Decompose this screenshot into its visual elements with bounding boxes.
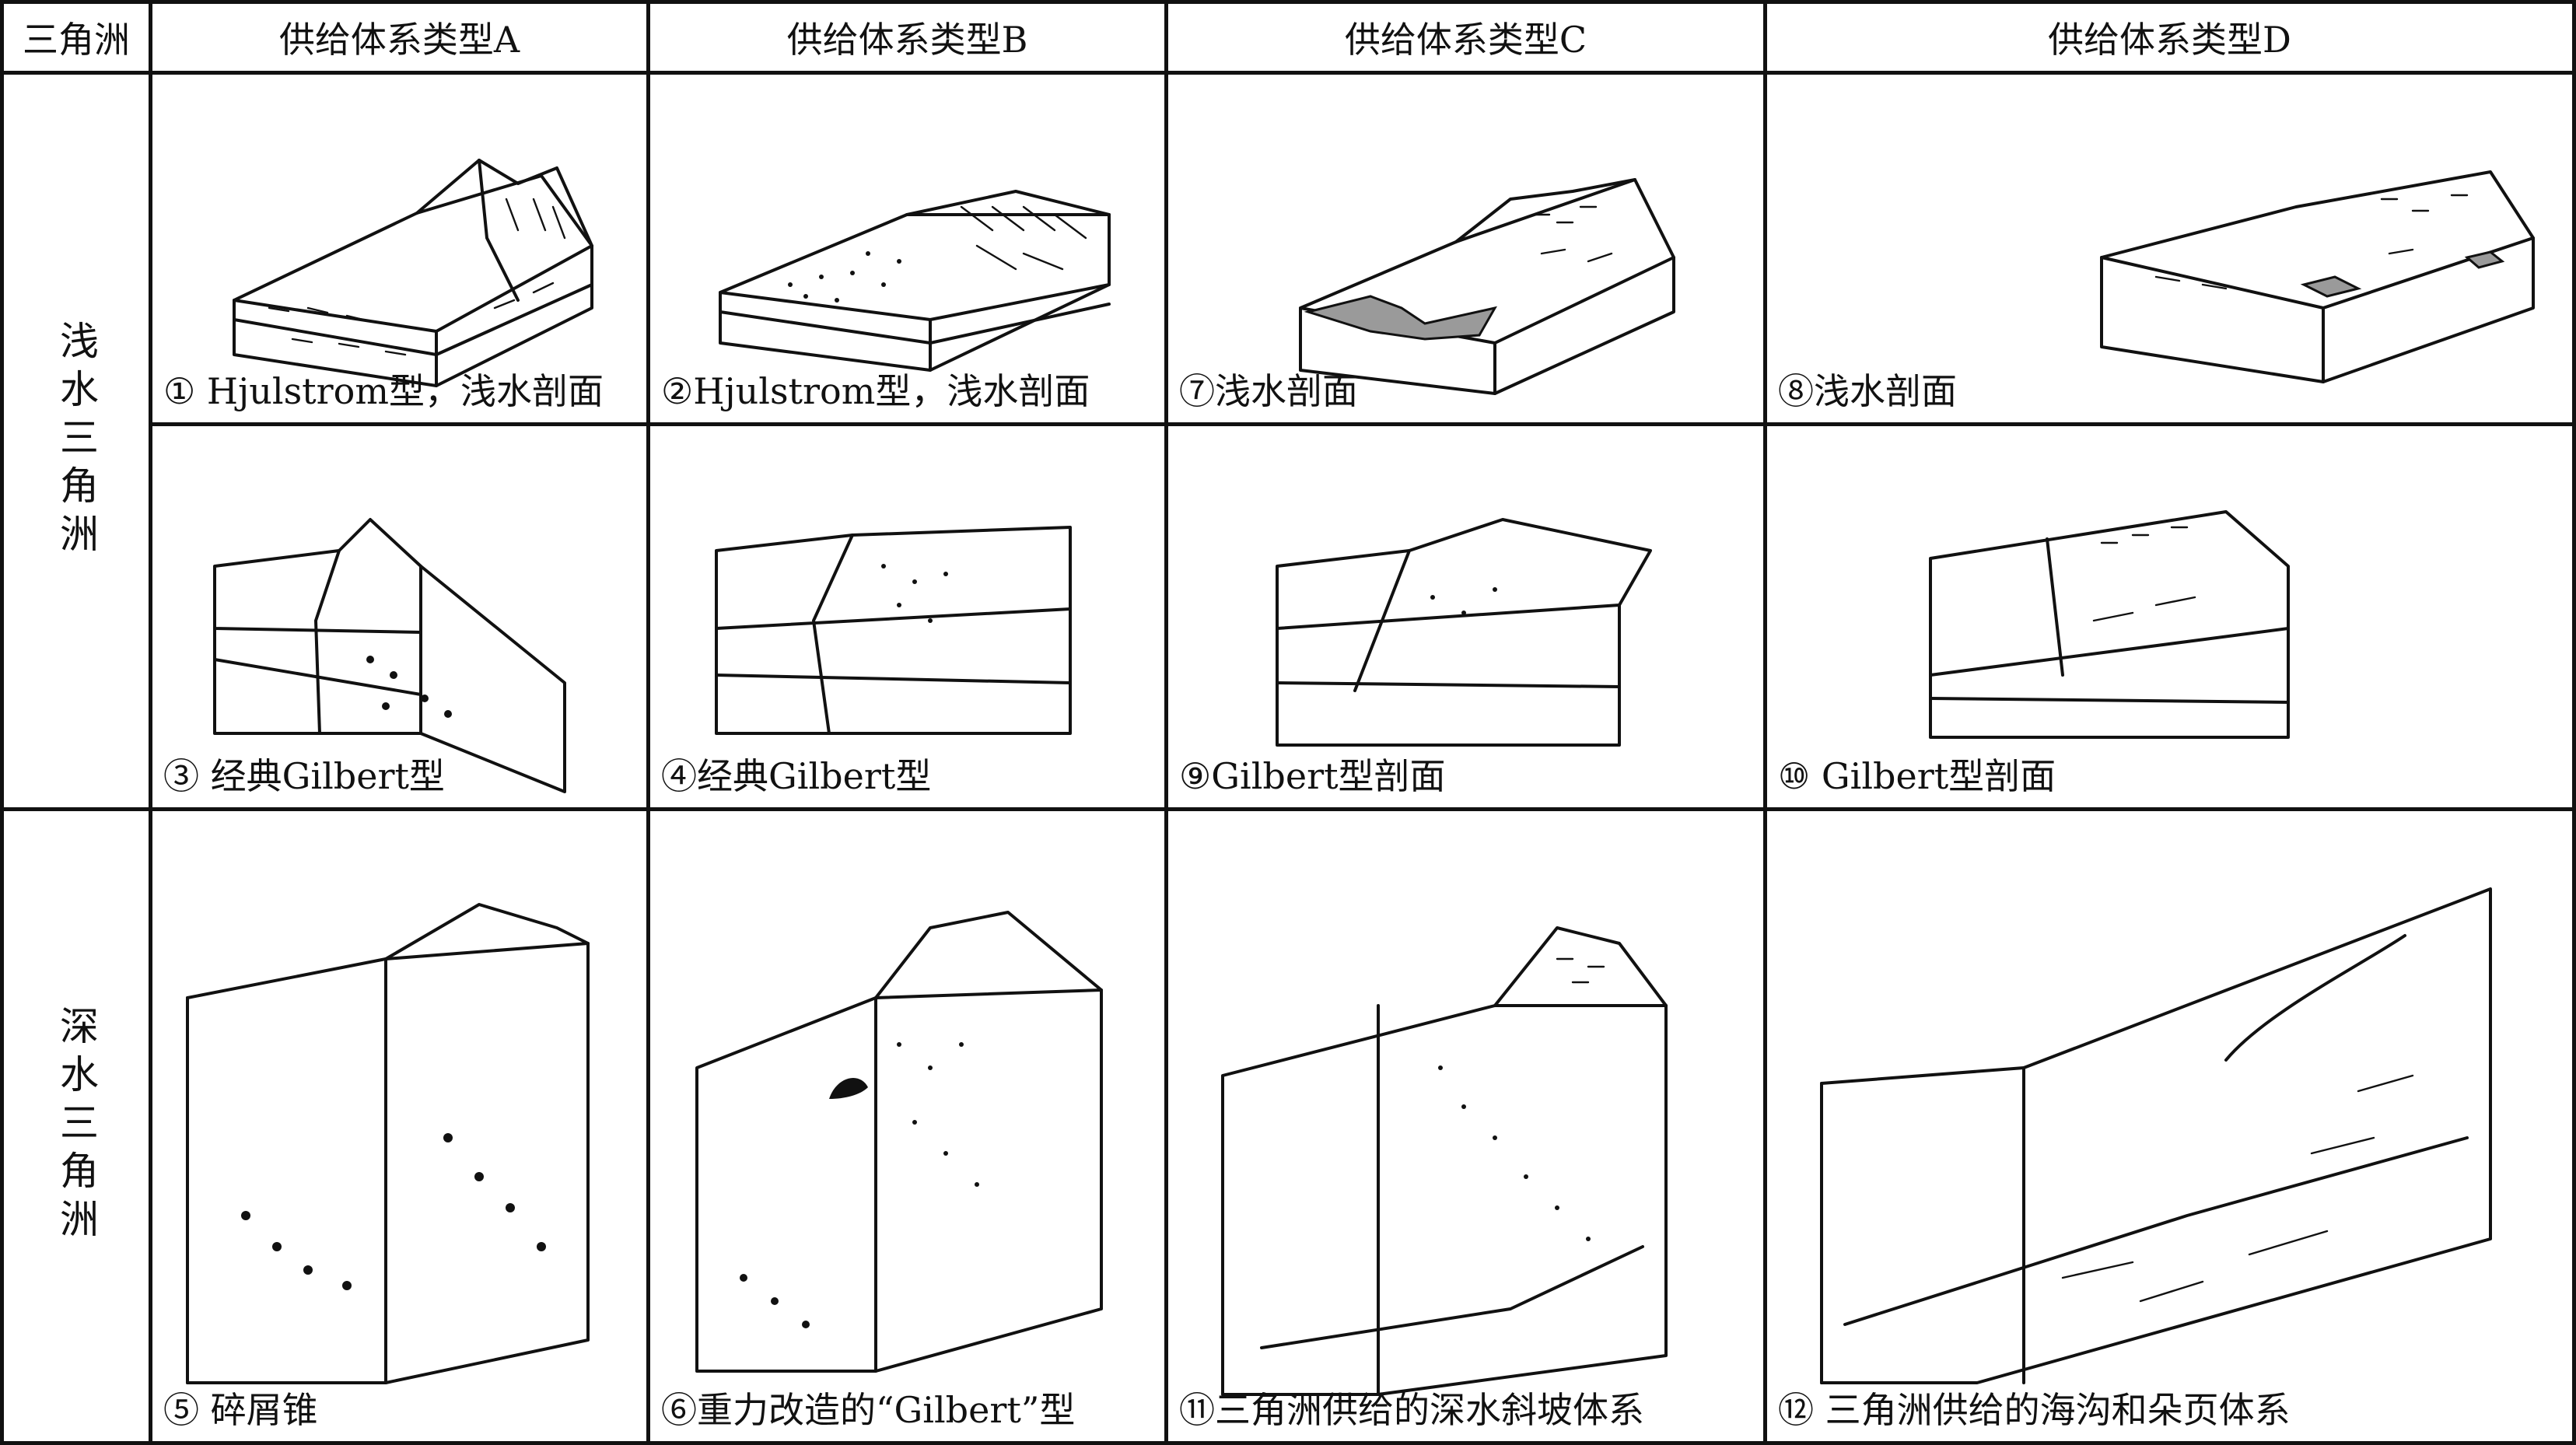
column-header-b: 供给体系类型B [650, 0, 1168, 75]
panel-11-caption: ⑪三角洲供给的深水斜坡体系 [1179, 1389, 1644, 1431]
panel-5: ③ 经典Gilbert型 [152, 426, 650, 811]
panel-10: ⑥重力改造的“Gilbert”型 [650, 811, 1168, 1445]
panel-2: ②Hjulstrom型，浅水剖面 [650, 75, 1168, 426]
row-label-deep-text: 深水三角洲 [54, 1006, 99, 1247]
block-diagram-11 [1221, 926, 1668, 1396]
panel-12: ⑫ 三角洲供给的海沟和朵页体系 [1767, 811, 2576, 1445]
column-header-a-text: 供给体系类型A [278, 19, 520, 61]
column-header-c-text: 供给体系类型C [1344, 19, 1587, 61]
row-label-deep: 深水三角洲 [0, 811, 152, 1445]
panel-11: ⑪三角洲供给的深水斜坡体系 [1168, 811, 1767, 1445]
panel-6: ④经典Gilbert型 [650, 426, 1168, 811]
column-header-c: 供给体系类型C [1168, 0, 1767, 75]
block-diagram-12 [1820, 887, 2492, 1384]
panel-4: ⑧浅水剖面 [1767, 75, 2576, 426]
panel-9: ⑤ 碎屑锥 [152, 811, 650, 1445]
column-header-a: 供给体系类型A [152, 0, 650, 75]
panel-1: ① Hjulstrom型，浅水剖面 [152, 75, 650, 426]
panel-12-caption: ⑫ 三角洲供给的海沟和朵页体系 [1778, 1389, 2291, 1431]
panel-4-caption: ⑧浅水剖面 [1778, 370, 1957, 412]
block-diagram-5 [213, 518, 566, 793]
block-diagram-4 [2100, 170, 2535, 383]
panel-10-caption: ⑥重力改造的“Gilbert”型 [661, 1389, 1076, 1431]
block-diagram-1 [233, 159, 593, 387]
row-label-shallow-text: 浅水三角洲 [54, 320, 99, 562]
block-diagram-6 [715, 526, 1072, 735]
panel-1-caption: ① Hjulstrom型，浅水剖面 [163, 370, 604, 412]
column-header-d: 供给体系类型D [1767, 0, 2576, 75]
panel-9-caption: ⑤ 碎屑锥 [163, 1389, 318, 1431]
column-header-d-text: 供给体系类型D [2048, 19, 2291, 61]
panel-3-caption: ⑦浅水剖面 [1179, 370, 1358, 412]
block-diagram-3 [1299, 178, 1675, 395]
panel-6-caption: ④经典Gilbert型 [661, 755, 932, 797]
panel-8: ⑩ Gilbert型剖面 [1767, 426, 2576, 811]
block-diagram-2 [719, 190, 1111, 372]
block-diagram-9 [186, 903, 590, 1384]
corner-header-text: 三角洲 [23, 19, 130, 61]
block-diagram-8 [1929, 510, 2290, 739]
panel-8-caption: ⑩ Gilbert型剖面 [1778, 755, 2056, 797]
panel-2-caption: ②Hjulstrom型，浅水剖面 [661, 370, 1090, 412]
panel-7-caption: ⑨Gilbert型剖面 [1179, 755, 1446, 797]
column-header-b-text: 供给体系类型B [786, 19, 1028, 61]
block-diagram-10 [695, 911, 1103, 1373]
block-diagram-7 [1276, 518, 1652, 747]
row-label-shallow: 浅水三角洲 [0, 75, 152, 811]
panel-3: ⑦浅水剖面 [1168, 75, 1767, 426]
panel-7: ⑨Gilbert型剖面 [1168, 426, 1767, 811]
panel-5-caption: ③ 经典Gilbert型 [163, 755, 445, 797]
corner-header: 三角洲 [0, 0, 152, 75]
